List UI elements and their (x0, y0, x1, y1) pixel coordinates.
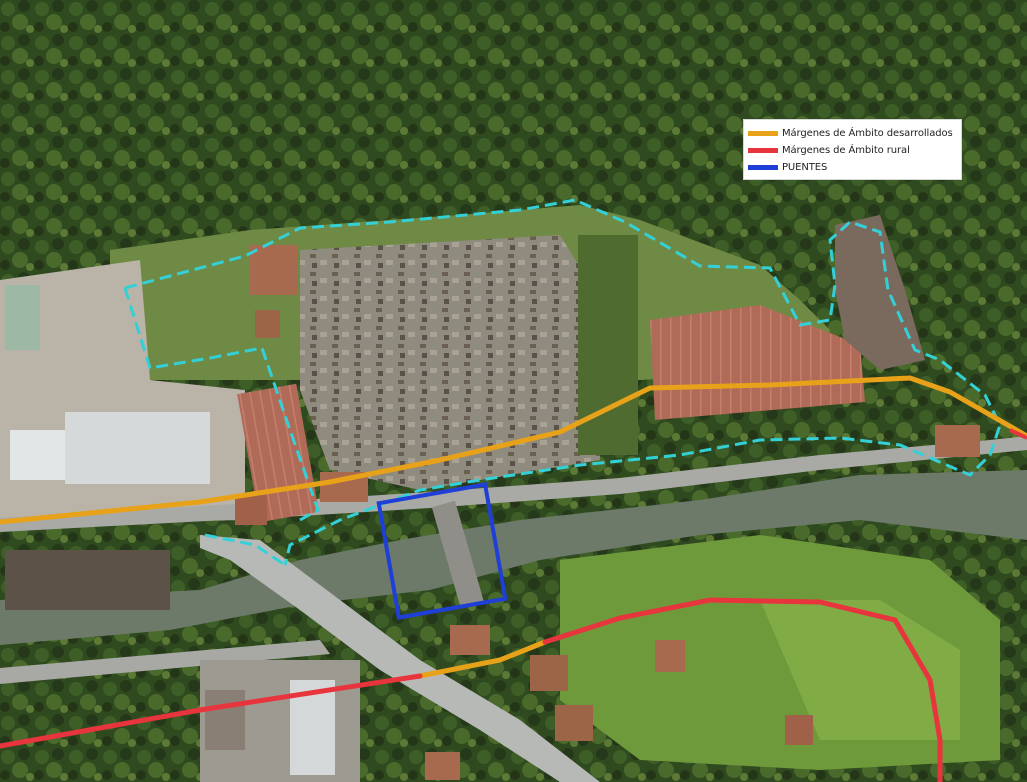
legend-item: PUENTES (748, 159, 957, 176)
shed-white (10, 430, 65, 480)
meadow-south-2 (760, 600, 960, 740)
margin-rural-line (0, 673, 423, 749)
industrial-yard (300, 235, 600, 490)
legend-label: Márgenes de Ámbito desarrollados (782, 128, 953, 139)
road-south (200, 535, 600, 782)
quarry (835, 215, 925, 370)
building (205, 690, 245, 750)
shed-roof-green (5, 285, 40, 350)
road-southwest (0, 640, 330, 684)
shed-grey (65, 412, 210, 484)
legend-label: PUENTES (782, 162, 828, 173)
margin-rural-line (542, 597, 943, 782)
line-swatch-icon (748, 131, 778, 136)
margin-developed-line (417, 639, 548, 679)
study-boundary (204, 533, 286, 567)
house (255, 310, 280, 338)
house (655, 640, 685, 672)
line-swatch-icon (748, 165, 778, 170)
warehouse-red (650, 305, 865, 420)
bridge-deck (431, 500, 484, 609)
house (250, 245, 298, 295)
study-boundary (124, 198, 1002, 566)
legend-item: Márgenes de Ámbito desarrollados (748, 125, 957, 142)
house (530, 655, 568, 691)
house (450, 625, 490, 655)
house (555, 705, 593, 741)
study-boundary (123, 287, 320, 522)
margin-rural-line (1009, 428, 1027, 440)
line-swatch-icon (748, 148, 778, 153)
house (935, 425, 980, 457)
warehouse-west (5, 550, 170, 610)
crop-strips (578, 235, 638, 455)
house (235, 495, 267, 525)
map-legend: Márgenes de Ámbito desarrollados Márgene… (743, 119, 962, 180)
margin-developed-line (0, 375, 1027, 525)
house (785, 715, 813, 745)
house (425, 752, 460, 780)
bridge-box (376, 482, 508, 620)
legend-item: Márgenes de Ámbito rural (748, 142, 957, 159)
legend-label: Márgenes de Ámbito rural (782, 145, 910, 156)
river (0, 470, 1027, 645)
